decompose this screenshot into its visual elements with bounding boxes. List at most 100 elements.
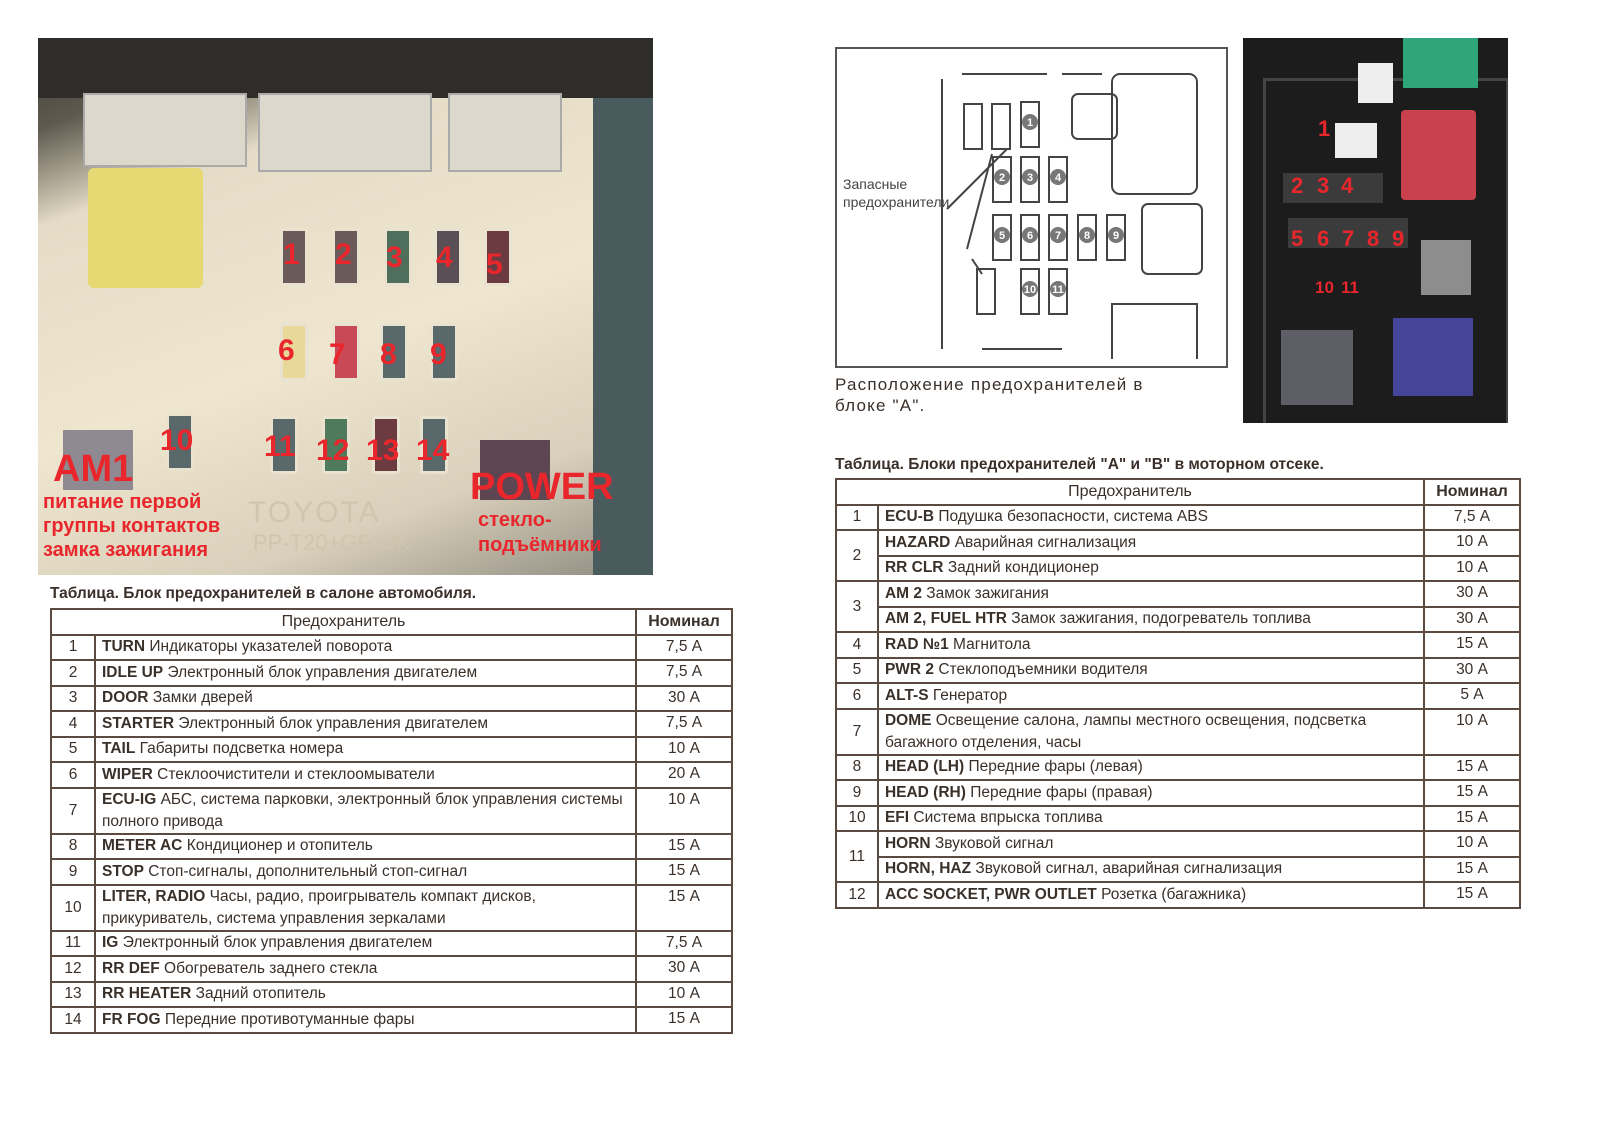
fuse-number: 10 <box>1024 284 1036 296</box>
am1-label: AM1 <box>53 448 134 490</box>
diagram-caption: Расположение предохранителей в блоке "А"… <box>835 374 1228 416</box>
fuse-rating-cell: 30 А <box>1423 605 1521 633</box>
fuse-rating-cell: 7,5 А <box>635 633 733 661</box>
fuse-number: 11 <box>264 430 296 463</box>
fuse-code: TURN <box>102 638 146 656</box>
fuse-number-badge <box>1050 227 1066 243</box>
fuse-number: 5 <box>486 248 503 281</box>
fuse-code: HORN <box>884 834 931 852</box>
spare-label-line-1: Запасные <box>843 176 907 192</box>
fuse-rating-cell: 15 А <box>1423 881 1521 909</box>
table-row: AM 2, FUEL HTR Замок зажигания, подогрев… <box>836 605 1521 633</box>
fuse-rating-cell: 15 А <box>635 1006 733 1034</box>
fuse-code: EFI <box>884 809 910 827</box>
fuse-number: 5 <box>1291 226 1304 251</box>
table-row: HORN, HAZ Звуковой сигнал, аварийная сиг… <box>836 855 1521 883</box>
fuse-number-cell: 7 <box>835 707 879 756</box>
fuse-desc: Система впрыска топлива <box>913 809 1103 827</box>
fuse-description-cell: ACC SOCKET, PWR OUTLET Розетка (багажник… <box>876 881 1426 909</box>
fuse-number: 14 <box>416 434 450 467</box>
fuse-desc: АБС, система парковки, электронный блок … <box>102 790 623 830</box>
fuse-rating-cell: 10 А <box>635 735 733 763</box>
am1-description: питание первой группы контактов замка за… <box>43 490 220 562</box>
fuse-desc: Индикаторы указателей поворота <box>149 638 393 656</box>
fuse-desc: Замок зажигания, подогреватель топлива <box>1011 610 1311 628</box>
fuse-number: 8 <box>380 338 397 371</box>
fuse-code: ECU-IG <box>102 790 157 808</box>
header-rating: Номинал <box>1423 478 1521 506</box>
fuse-description-cell: TURN Индикаторы указателей поворота <box>94 633 637 661</box>
fuse <box>484 228 512 286</box>
fuse-slot <box>976 268 996 315</box>
fuse-code: STOP <box>102 862 144 880</box>
fuse-number-badge <box>994 227 1010 243</box>
fuse-desc: Подушка безопасности, система ABS <box>938 508 1208 526</box>
fuse-number: 7 <box>329 338 346 371</box>
fuse <box>332 228 360 286</box>
engine-fuse-box-photo: 1 2 3 4 5 6 7 8 9 10 11 <box>1243 38 1508 423</box>
fuse-number: 1 <box>1027 117 1033 129</box>
fuse-slot <box>1048 214 1068 261</box>
fuse-rating-cell: 15 А <box>635 832 733 860</box>
fuse-number-badge <box>1079 227 1095 243</box>
fuse-desc: Задний кондиционер <box>947 559 1099 577</box>
fuse-row <box>1283 173 1383 203</box>
fuse-description-cell: RR HEATER Задний отопитель <box>94 980 637 1008</box>
fuse-code: IDLE UP <box>102 663 164 681</box>
fuse-number-cell: 4 <box>835 631 879 659</box>
fuse-description-cell: HEAD (LH) Передние фары (левая) <box>876 753 1426 781</box>
fuse-number-cell: 2 <box>50 659 96 687</box>
fuse-number-cell: 12 <box>835 881 879 909</box>
fuse-rating-cell: 15 А <box>635 858 733 886</box>
fuse-number-badge <box>1022 169 1038 185</box>
fuse-rating-cell: 10 А <box>1423 830 1521 858</box>
connector <box>448 93 562 172</box>
fuse-desc: Генератор <box>932 686 1008 704</box>
fuse <box>372 416 400 474</box>
fuse-number: 8 <box>1084 230 1090 242</box>
fuse-code: TAIL <box>102 740 136 758</box>
white-relay <box>1335 123 1377 158</box>
fuse-number: 11 <box>1341 278 1359 297</box>
fuse-number: 1 <box>1318 116 1331 141</box>
fuse-desc: Электронный блок управления двигателем <box>178 714 489 732</box>
fuse-number: 3 <box>386 241 403 274</box>
fuse-number: 8 <box>1367 226 1380 251</box>
fuse-number: 5 <box>999 230 1005 242</box>
fuse-description-cell: LITER, RADIO Часы, радио, проигрыватель … <box>94 883 637 932</box>
fuse-rating-cell: 5 А <box>1423 682 1521 710</box>
fuse-number-cell: 3 <box>50 684 96 712</box>
fuse-description-cell: FR FOG Передние противотуманные фары <box>94 1006 637 1034</box>
fuse-number: 1 <box>283 238 300 271</box>
fuse-description-cell: METER AC Кондиционер и отопитель <box>94 832 637 860</box>
fuse-slot <box>1106 214 1126 261</box>
fuse-rating-cell: 15 А <box>1423 855 1521 883</box>
fuse-number: 11 <box>1052 284 1064 296</box>
fuse-code: AM 2 <box>884 584 922 602</box>
fuse-rating-cell: 15 А <box>1423 753 1521 781</box>
fuse-number: 4 <box>436 241 453 274</box>
fuse-number-cell: 5 <box>835 656 879 684</box>
fuse-number-cell: 10 <box>835 804 879 832</box>
fuse-rating-cell: 7,5 А <box>635 659 733 687</box>
fuse-code: FR FOG <box>102 1010 161 1028</box>
power-desc-line: стекло- <box>478 509 552 531</box>
fuse-code: STARTER <box>102 714 175 732</box>
fuse <box>332 323 360 381</box>
fuse-code: RAD №1 <box>884 635 949 653</box>
header-fuse: Предохранитель <box>50 608 637 636</box>
